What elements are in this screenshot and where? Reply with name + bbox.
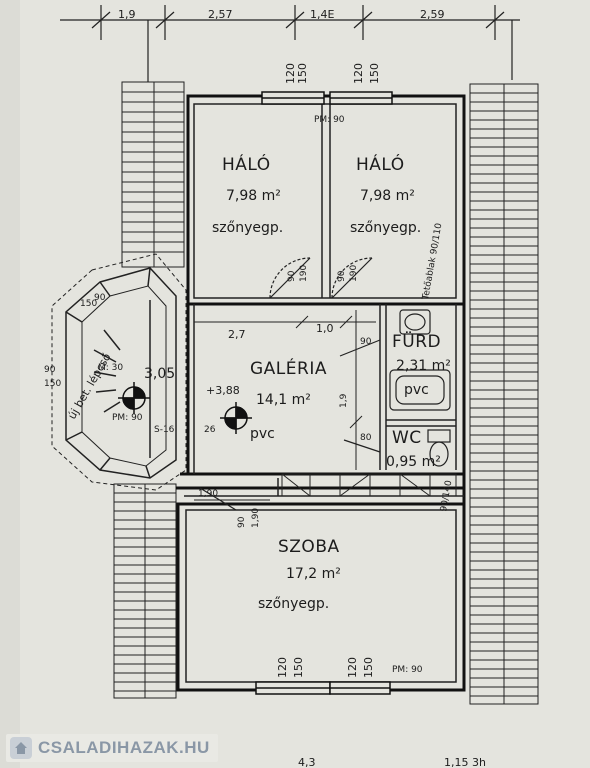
door-wc	[343, 439, 381, 453]
level-marker-galeria	[220, 402, 252, 434]
window-top-right	[329, 91, 393, 105]
stair-150: 150	[80, 299, 97, 309]
room-area-wc: 0,95 m²	[386, 454, 441, 470]
roof-hatch-left-bottom-lines	[114, 492, 176, 692]
parapet-top: PM: 90	[314, 115, 345, 125]
room-name-wc: WC	[392, 428, 422, 448]
dimension-line-top	[60, 5, 520, 90]
built-in-cabinets	[281, 473, 457, 497]
washbasin	[399, 309, 431, 335]
toilet	[427, 429, 451, 467]
house-logo-icon	[10, 737, 32, 759]
win-mark-br-b: 150	[362, 657, 375, 678]
win-mark-tl-b: 150	[296, 63, 309, 84]
win-mark-bl-b: 150	[292, 657, 305, 678]
win-mark-tr-a: 120	[352, 63, 365, 84]
stair-cut: S-16	[154, 425, 175, 435]
room-area-galeria: 14,1 m²	[256, 392, 311, 408]
stair-mg: M: 30	[98, 363, 123, 373]
door-szoba-h: 1,90	[198, 489, 218, 499]
door-szoba	[199, 487, 237, 511]
win-mark-bl-a: 120	[276, 657, 289, 678]
stair-outer-dashed	[51, 253, 187, 491]
win-mark-tl-a: 120	[284, 63, 297, 84]
dim-label-2: 2,57	[208, 8, 233, 21]
stair-90: 90	[94, 293, 106, 303]
door-wc-size: 80	[360, 433, 372, 443]
dim-label-4: 2,59	[420, 8, 445, 21]
door-furdo	[339, 339, 381, 357]
room-floor-furdo: pvc	[404, 382, 429, 398]
roof-hatch-left-bottom	[113, 483, 177, 699]
door-190-a: 190	[299, 265, 309, 282]
door-halo-2	[331, 257, 373, 299]
door-90-a: 90	[287, 270, 297, 282]
door-190-b: 190	[349, 265, 359, 282]
room-area-szoba: 17,2 m²	[286, 566, 341, 582]
stair-pm: PM: 90	[112, 413, 143, 423]
win-mark-br-a: 120	[346, 657, 359, 678]
level-marker-stair	[118, 382, 150, 414]
dim-bottom-2: 1,15 3h	[444, 756, 486, 768]
door-furdo-size: 90	[360, 337, 372, 347]
door-halo-1	[269, 257, 311, 299]
door-szoba-w: 90	[237, 516, 247, 528]
side-left-150: 150	[44, 379, 61, 389]
room-floor-szoba: szőnyegp.	[258, 596, 329, 612]
dim-label-1: 1,9	[118, 8, 136, 21]
dim-1-90: 1,90	[251, 508, 261, 528]
interior-dimension-lines	[194, 310, 376, 501]
room-area-halo-1: 7,98 m²	[226, 188, 281, 204]
room-name-halo-2: HÁLÓ	[356, 153, 405, 175]
parapet-bottom: PM: 90	[392, 665, 423, 675]
room-floor-galeria: pvc	[250, 426, 275, 442]
dim-2-7: 2,7	[228, 328, 246, 341]
roof-hatch-left-top	[121, 81, 185, 268]
side-left-90: 90	[44, 365, 56, 375]
room-name-furdo: FÜRD	[392, 330, 441, 352]
spiral-stair	[65, 267, 177, 479]
dim-1-0: 1,0	[316, 322, 334, 335]
inner-walls	[184, 103, 464, 683]
room-name-halo-1: HÁLÓ	[222, 153, 271, 175]
door-90-b: 90	[337, 270, 347, 282]
dim-bottom-1: 4,3	[298, 756, 316, 768]
room-floor-halo-1: szőnyegp.	[212, 220, 283, 236]
watermark-text: CSALADIHAZAK.HU	[38, 738, 210, 757]
window-bottom-right	[329, 681, 391, 695]
dim-1-9: 1,9	[339, 393, 349, 408]
roof-hatch-right	[469, 83, 539, 705]
stair-26: 26	[204, 425, 216, 435]
watermark: CSALADIHAZAK.HU	[6, 734, 218, 762]
dim-label-3: 1,4E	[310, 8, 334, 21]
room-area-furdo: 2,31 m²	[396, 358, 451, 374]
win-mark-tr-b: 150	[368, 63, 381, 84]
room-level-galeria: +3,88	[206, 384, 240, 397]
stair-level: 3,05	[144, 366, 175, 382]
room-floor-halo-2: szőnyegp.	[350, 220, 421, 236]
window-top-left	[261, 91, 325, 105]
bathtub	[389, 369, 451, 411]
room-name-galeria: GALÉRIA	[250, 357, 327, 379]
room-name-szoba: SZOBA	[278, 537, 340, 557]
window-bottom-left	[255, 681, 331, 695]
roof-hatch-right-lines	[470, 92, 538, 697]
room-area-halo-2: 7,98 m²	[360, 188, 415, 204]
